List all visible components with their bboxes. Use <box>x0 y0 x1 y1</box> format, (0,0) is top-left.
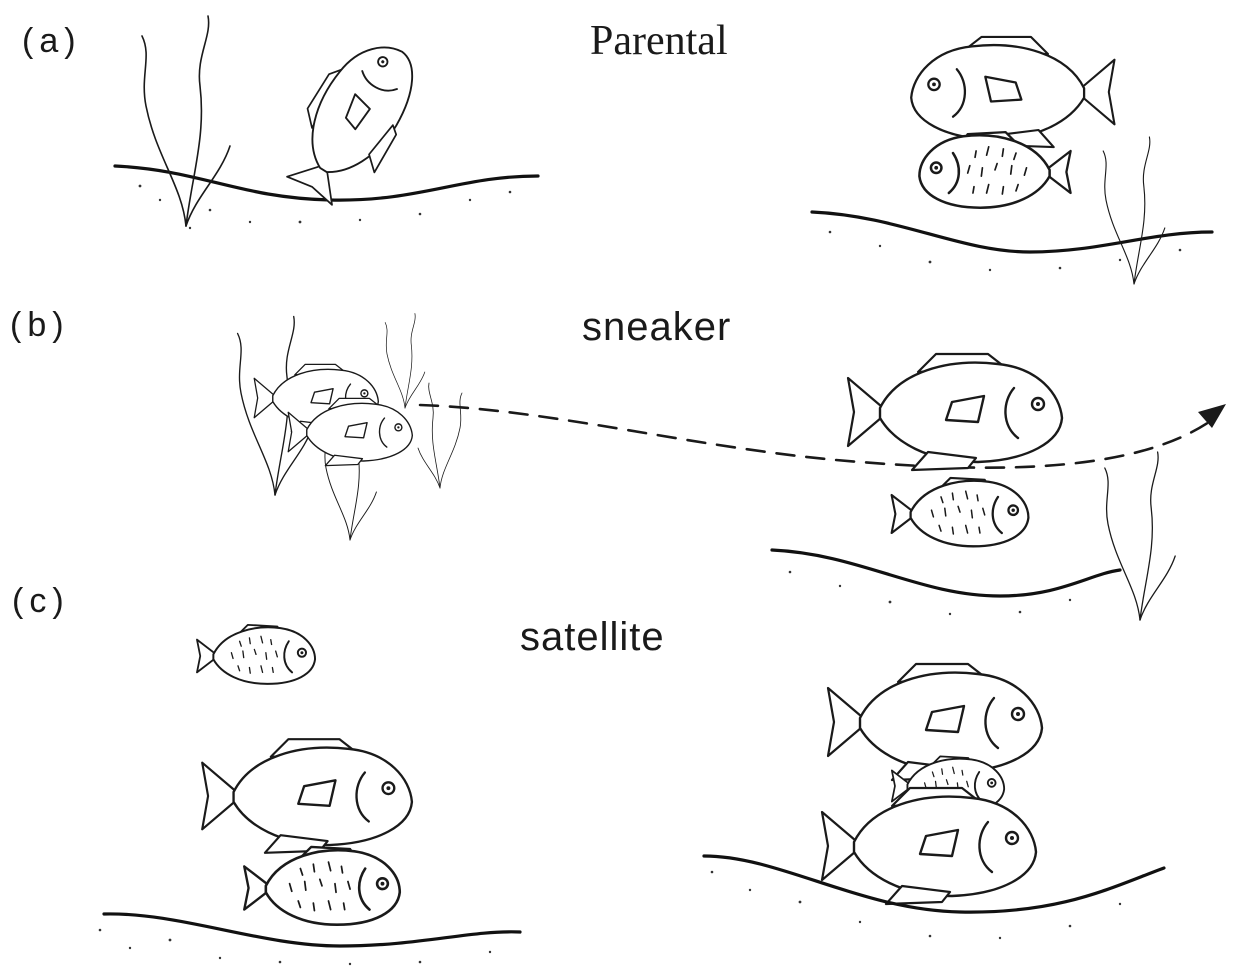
sneak-path <box>420 405 1212 468</box>
fish-icon <box>822 788 1036 904</box>
panel-b-label: (b) <box>10 306 70 344</box>
fish-icon <box>271 25 436 215</box>
panel-c-label: (c) <box>12 582 70 620</box>
sand-speckles <box>99 929 492 966</box>
ground-line <box>812 212 1212 252</box>
panel-a-label: (a) <box>22 22 82 60</box>
plant-icon <box>1103 137 1165 284</box>
panel-b-title: sneaker <box>582 305 731 349</box>
ground-line <box>772 550 1120 596</box>
plant-icon <box>1105 452 1175 620</box>
fish-icon <box>202 739 412 853</box>
fish-icon <box>848 354 1062 470</box>
panel-c-title: satellite <box>520 615 665 659</box>
fish-icon <box>244 847 400 925</box>
fish-icon <box>911 37 1114 147</box>
panel-a: (a) Parental <box>22 16 1212 284</box>
plant-icon <box>142 16 230 226</box>
plant-icon <box>418 383 462 488</box>
panel-b: (b) sneaker <box>10 305 1226 620</box>
panel-a-title: Parental <box>590 18 728 64</box>
arrow-icon <box>1198 404 1226 428</box>
fish-icon <box>892 478 1029 546</box>
panel-c: (c) satellite <box>12 582 1164 965</box>
plant-icon <box>385 314 425 409</box>
fish-icon <box>197 625 315 684</box>
